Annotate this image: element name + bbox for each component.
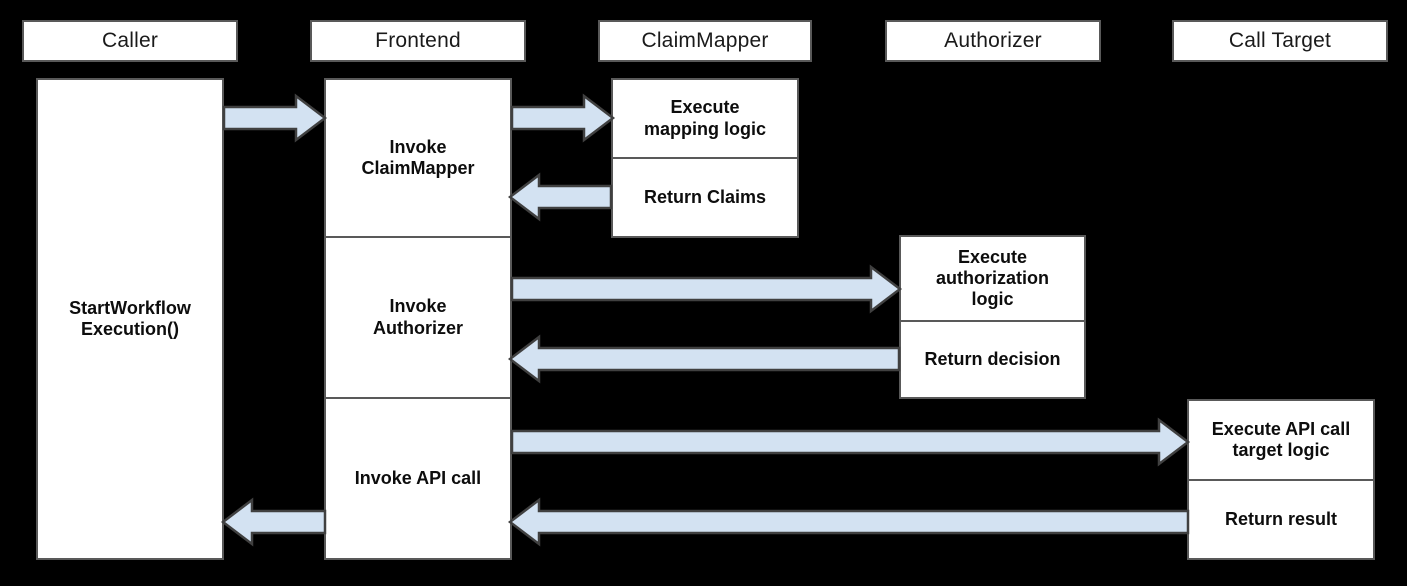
lane-header-calltarget-label: Call Target — [1228, 29, 1332, 52]
activation-frontend-segment-invoke-api-call: Invoke API call — [354, 467, 482, 488]
message-arrow-frontend-to-calltarget[interactable] — [510, 417, 1191, 467]
lane-header-claimmapper-label: ClaimMapper — [641, 29, 769, 52]
message-arrow-caller-to-frontend[interactable] — [222, 93, 328, 143]
message-arrow-authorizer-to-frontend[interactable] — [507, 334, 901, 384]
activation-claimmapper-segment-return-claims: Return Claims — [643, 186, 767, 207]
lane-header-authorizer[interactable]: Authorizer — [885, 20, 1101, 62]
message-arrow-frontend-to-authorizer[interactable] — [510, 264, 903, 314]
message-arrow-calltarget-to-frontend[interactable] — [507, 497, 1190, 547]
lane-header-caller-label: Caller — [101, 29, 159, 52]
lane-header-caller[interactable]: Caller — [22, 20, 238, 62]
message-arrow-frontend-to-caller[interactable] — [220, 497, 327, 547]
lane-header-frontend-label: Frontend — [375, 29, 461, 52]
activation-calltarget-segment-return-result: Return result — [1224, 508, 1338, 529]
lane-header-claimmapper[interactable]: ClaimMapper — [598, 20, 812, 62]
lane-header-frontend[interactable]: Frontend — [310, 20, 526, 62]
activation-authorizer-segment-return-decision: Return decision — [924, 348, 1061, 369]
message-arrow-claimmapper-to-frontend[interactable] — [507, 172, 613, 222]
lane-header-authorizer-label: Authorizer — [944, 29, 1042, 52]
message-arrow-frontend-to-claimmapper[interactable] — [510, 93, 616, 143]
lane-header-calltarget[interactable]: Call Target — [1172, 20, 1388, 62]
